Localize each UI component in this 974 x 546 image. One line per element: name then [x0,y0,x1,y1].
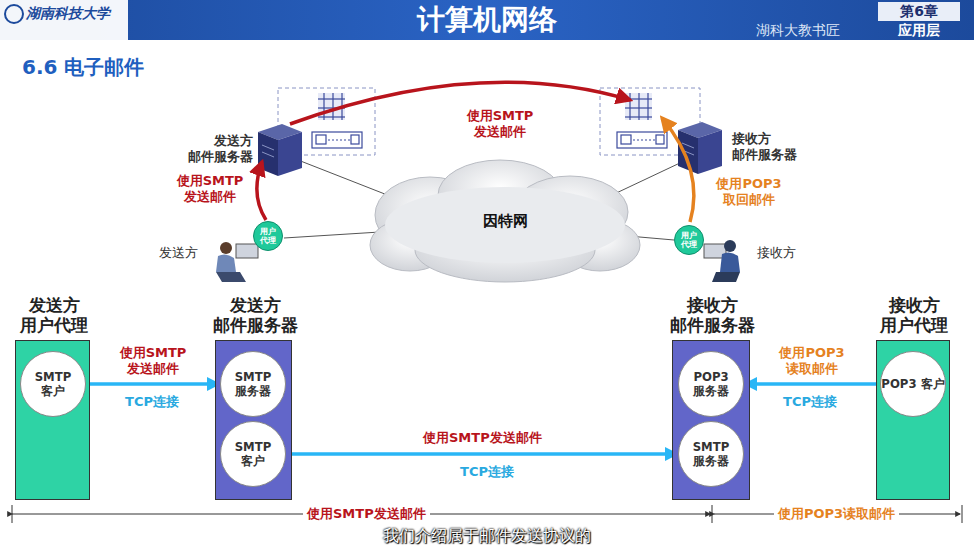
box-heading: 发送方 邮件服务器 [195,295,315,336]
page-title: 计算机网络 [287,2,687,38]
arrow-label: 使用SMTP 发送邮件 [452,108,548,139]
connection-label: TCP连接 [440,464,534,480]
cloud-label: 因特网 [470,212,540,230]
node-text: SMTP 服务器 [221,370,285,398]
internet-cloud [385,187,625,263]
subtitle: 我们介绍属于邮件发送协议的 [287,526,687,545]
person-icon [216,240,740,282]
box-heading: 接收方 用户代理 [854,295,974,336]
chapter-label: 第6章 [878,2,960,21]
node-text: SMTP 客户 [221,440,285,468]
protocol-circle: SMTP 客户 [20,351,86,417]
span-label: 使用SMTP发送邮件 [303,506,430,522]
connector-arrow [746,382,878,386]
section-title: 6.6 电子邮件 [22,55,222,79]
chapter-name: 应用层 [878,21,960,39]
node-text: SMTP 客户 [21,370,85,398]
server-box: 发送方 邮件服务器SMTP 服务器SMTP 客户 [215,340,292,500]
node-text: 用户 代理 [675,231,703,249]
smtp-arrow [290,82,630,124]
edge-label: 使用POP3 读取邮件 [765,345,859,376]
server-label: 发送方 邮件服务器 [165,133,253,164]
agent-box: 发送方 用户代理SMTP 客户 [15,340,90,500]
server-label: 接收方 邮件服务器 [732,131,824,162]
agent-circle: 用户 代理 [674,225,704,255]
pop3-arrow [662,118,694,222]
agent-circle: 用户 代理 [253,221,283,251]
internet-cloud [370,160,640,282]
arrow-label: 使用POP3 取回邮件 [708,176,790,207]
logo-panel [0,0,128,40]
user-label: 发送方 [150,245,206,261]
mailbox-grid [625,93,652,120]
logo-text: 湖南科技大学 [26,5,126,22]
box-heading: 发送方 用户代理 [0,295,114,336]
node-text: POP3 服务器 [679,370,743,398]
edge-label: 使用SMTP 发送邮件 [106,345,200,376]
smtp-arrow [257,162,266,220]
connector-arrow [288,452,676,456]
node-text: SMTP 服务器 [679,440,743,468]
edge-label: 使用SMTP发送邮件 [421,430,544,446]
connector-arrow [88,382,218,386]
arrow-label: 使用SMTP 发送邮件 [170,173,250,204]
protocol-circle: SMTP 服务器 [678,421,744,487]
span-label: 使用POP3读取邮件 [774,506,899,522]
agent-box: 接收方 用户代理POP3 客户 [876,340,950,500]
chapter-box [878,2,960,21]
server-box: 接收方 邮件服务器POP3 服务器SMTP 服务器 [672,340,750,500]
watermark: 湖科大教书匠 [756,22,874,39]
protocol-circle: POP3 服务器 [678,351,744,417]
dimension-line [12,505,962,523]
protocol-circle: SMTP 服务器 [220,351,286,417]
protocol-circle: SMTP 客户 [220,421,286,487]
box-heading: 接收方 邮件服务器 [652,295,772,336]
node-text: POP3 客户 [881,377,944,391]
connection-label: TCP连接 [110,394,194,410]
logo-emblem [5,5,23,23]
node-text: 用户 代理 [254,227,282,245]
user-label: 接收方 [748,245,804,261]
header-bar [0,0,974,40]
protocol-circle: POP3 客户 [880,351,946,417]
connection-label: TCP连接 [768,394,852,410]
